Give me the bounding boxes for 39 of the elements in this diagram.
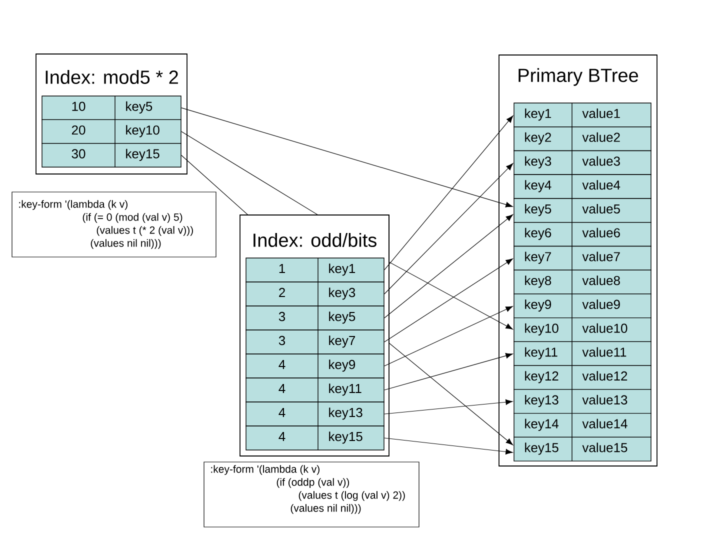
arrow xyxy=(384,438,513,454)
table-row: 10 key5 xyxy=(42,96,182,120)
table-row: key13 value13 xyxy=(514,389,652,414)
arrow xyxy=(384,214,513,318)
arrow xyxy=(384,306,513,366)
arrow xyxy=(384,116,514,270)
arrow xyxy=(181,108,513,208)
arrow xyxy=(384,353,513,390)
table-row: 4 key11 xyxy=(246,378,384,402)
table-row: key6 value6 xyxy=(514,222,652,247)
table-row: 20 key10 xyxy=(42,119,182,144)
table-row: key9 value9 xyxy=(514,294,652,318)
table-row: key15 value15 xyxy=(514,436,652,462)
table-row: key1 value1 xyxy=(514,102,652,128)
arrow xyxy=(384,258,513,342)
table-row: 4 key9 xyxy=(246,354,384,378)
table-row: key10 value10 xyxy=(514,317,652,342)
arrow xyxy=(384,399,513,414)
table-row: 4 key15 xyxy=(246,426,384,450)
table-row: 3 key7 xyxy=(246,330,384,354)
table-row: 1 key1 xyxy=(246,258,384,282)
table-row: key2 value2 xyxy=(514,126,652,152)
code-box: :key-form '(lambda (k v) (if (= 0 (mod (val v) 5) (values t (* 2 (val v))) (values nil nil))) xyxy=(12,192,216,258)
arrow xyxy=(181,154,513,446)
arrow xyxy=(384,163,514,294)
table-row: 4 key13 xyxy=(246,402,384,426)
table-row: 2 key3 xyxy=(246,282,384,306)
table-row: key8 value8 xyxy=(514,270,652,294)
table-row: 3 key5 xyxy=(246,306,384,330)
arrow xyxy=(181,131,513,330)
table-row: key11 value11 xyxy=(514,341,652,366)
table-row: key5 value5 xyxy=(514,198,652,223)
table-row: 30 key15 xyxy=(42,143,182,168)
table-row: key12 value12 xyxy=(514,365,652,390)
code-box: :key-form '(lambda (k v) (if (oddp (val v)) (values t (log (val v) 2)) (values nil nil))) xyxy=(204,462,420,528)
table-row: key7 value7 xyxy=(514,246,652,270)
table-row: key3 value3 xyxy=(514,150,652,175)
table-row: key4 value4 xyxy=(514,174,652,199)
table-row: key14 value14 xyxy=(514,412,652,438)
